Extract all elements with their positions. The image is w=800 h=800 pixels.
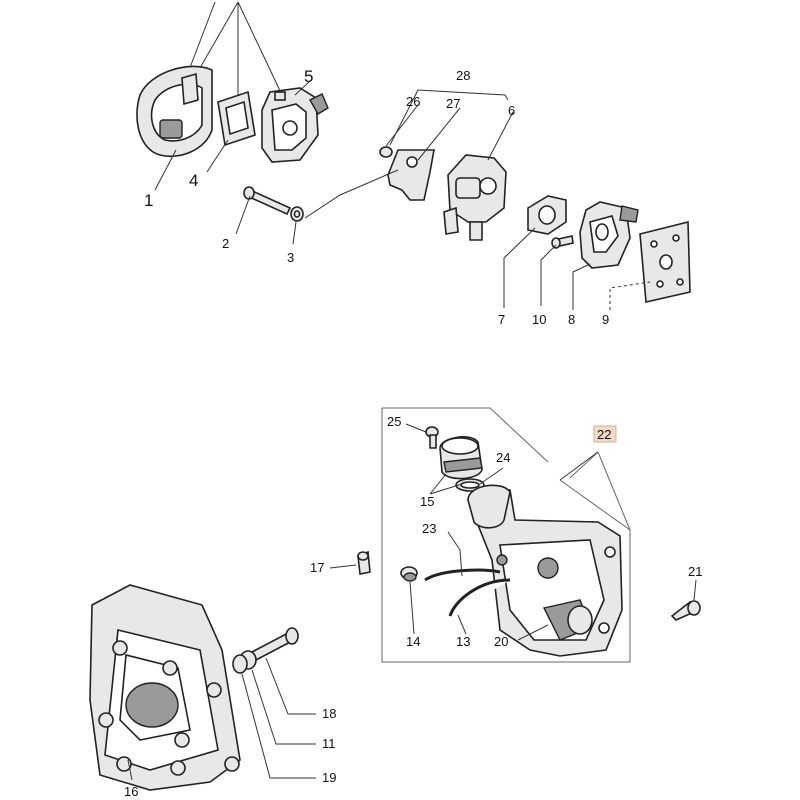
washer-part-3[interactable] [290, 206, 304, 222]
bottom-callout-leaders [127, 423, 697, 781]
callout-11[interactable]: 11 [322, 736, 336, 751]
callout-8[interactable]: 8 [568, 312, 575, 327]
plate-gasket-part-9[interactable] [639, 220, 691, 303]
screw-part-10[interactable] [551, 235, 574, 249]
screw-part-17[interactable] [357, 550, 371, 575]
callout-19[interactable]: 19 [322, 770, 336, 785]
callout-1[interactable]: 1 [144, 191, 153, 210]
callout-22-highlight [593, 425, 617, 443]
air-filter-cover-part-1[interactable] [136, 65, 213, 157]
callout-18[interactable]: 18 [322, 706, 336, 721]
screw-part-2[interactable] [243, 186, 292, 216]
air-filter-element-part-4[interactable] [217, 90, 256, 147]
callout-17[interactable]: 17 [310, 560, 324, 575]
fuel-cap-part-15[interactable] [439, 436, 483, 480]
ring-part-26[interactable] [379, 146, 393, 158]
callout-14[interactable]: 14 [406, 634, 420, 649]
fuel-line-part-23[interactable] [424, 568, 501, 582]
intake-manifold-part-8[interactable] [579, 201, 639, 269]
callout-27[interactable]: 27 [446, 96, 460, 111]
callout-6[interactable]: 6 [508, 103, 515, 118]
carburetor-part-6[interactable] [443, 154, 507, 241]
callout-4[interactable]: 4 [189, 171, 198, 190]
screw-part-21[interactable] [670, 600, 701, 621]
callout-10[interactable]: 10 [532, 312, 546, 327]
callout-2[interactable]: 2 [222, 236, 229, 251]
callout-25[interactable]: 25 [387, 414, 401, 429]
callout-13[interactable]: 13 [456, 634, 470, 649]
crankcase-part-16[interactable] [89, 584, 241, 791]
callout-3[interactable]: 3 [287, 250, 294, 265]
callout-7[interactable]: 7 [498, 312, 505, 327]
fuel-line-part-13[interactable] [448, 578, 511, 617]
callout-15[interactable]: 15 [420, 494, 434, 509]
grommet-part-14[interactable] [400, 566, 418, 582]
bracket-part-27[interactable] [387, 149, 435, 201]
gasket-part-7[interactable] [527, 195, 567, 235]
air-filter-housing-part-5[interactable] [261, 87, 329, 163]
callout-labels: 1 4 5 2 3 28 26 27 6 7 10 8 9 25 22 24 1… [124, 67, 702, 799]
callout-28[interactable]: 28 [456, 68, 470, 83]
callout-21[interactable]: 21 [688, 564, 702, 579]
callout-16[interactable]: 16 [124, 784, 138, 799]
callout-22[interactable]: 22 [597, 427, 611, 442]
callout-23[interactable]: 23 [422, 521, 436, 536]
callout-24[interactable]: 24 [496, 450, 510, 465]
callout-5[interactable]: 5 [304, 67, 313, 86]
callout-26[interactable]: 26 [406, 94, 420, 109]
fuel-filter-part-20[interactable] [542, 599, 593, 641]
top-callout-leaders [154, 81, 651, 310]
bolt-part-18[interactable] [250, 627, 299, 662]
o-ring-part-24[interactable] [455, 478, 485, 492]
callout-20[interactable]: 20 [494, 634, 508, 649]
callout-9[interactable]: 9 [602, 312, 609, 327]
screw-part-25[interactable] [425, 426, 439, 449]
washer-part-19[interactable] [232, 654, 248, 674]
fuel-tank-group-box [381, 407, 631, 663]
